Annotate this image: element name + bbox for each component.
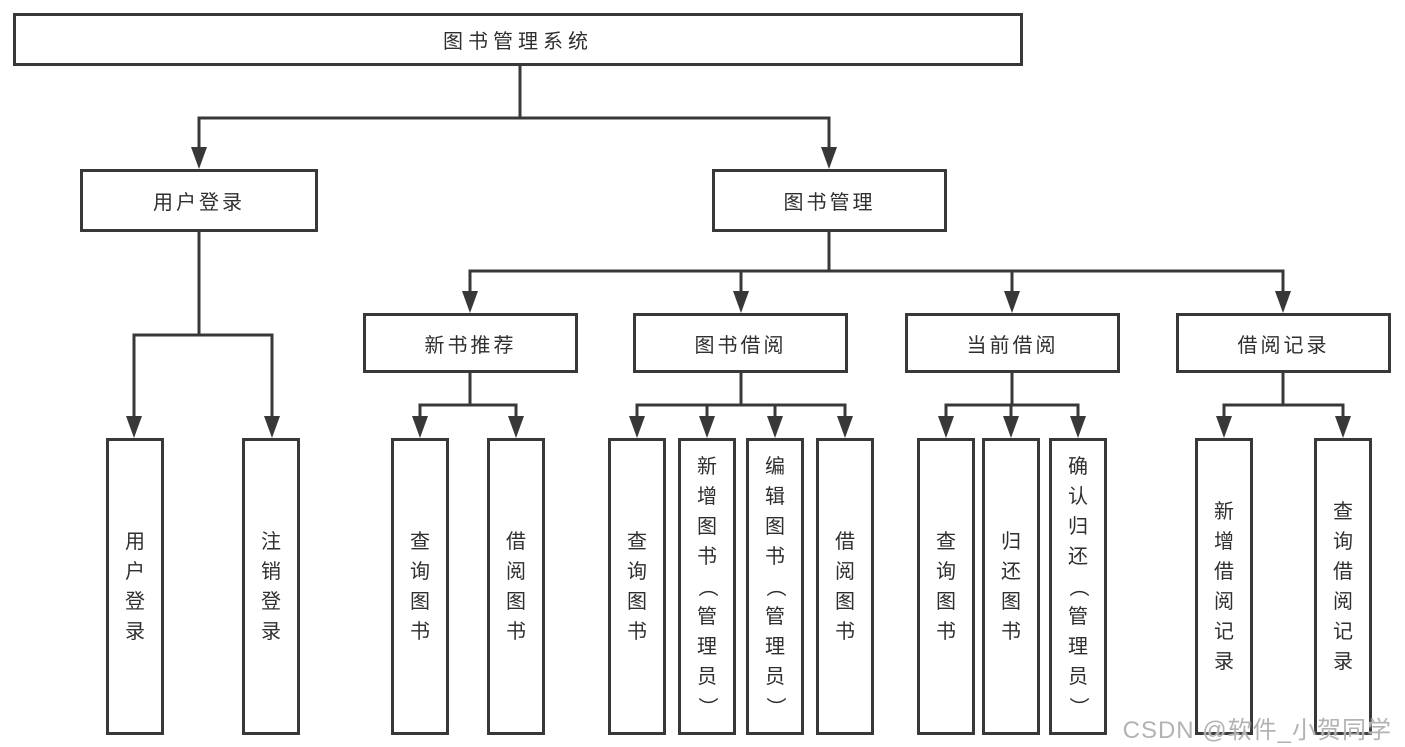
node-borrow-query-books-label: 查询图书 xyxy=(627,530,647,643)
node-current-query-books-label: 查询图书 xyxy=(936,530,956,643)
node-book-borrowing-label: 图书借阅 xyxy=(694,334,787,357)
node-borrow-add-books-admin: 新增图书（管理员） xyxy=(678,438,736,735)
node-records-query-record: 查询借阅记录 xyxy=(1314,438,1372,735)
node-current-borrowing-label: 当前借阅 xyxy=(966,334,1059,357)
node-login-action-label: 用户登录 xyxy=(125,530,145,643)
node-user-login: 用户登录 xyxy=(80,169,318,232)
node-records-add-record: 新增借阅记录 xyxy=(1195,438,1253,735)
node-recommend-query-books-label: 查询图书 xyxy=(410,530,430,643)
node-current-return-books-label: 归还图书 xyxy=(1001,530,1021,643)
node-borrow-edit-books-admin: 编辑图书（管理员） xyxy=(746,438,804,735)
node-borrowing-records: 借阅记录 xyxy=(1176,313,1391,373)
node-borrow-query-books: 查询图书 xyxy=(608,438,666,735)
node-current-query-books: 查询图书 xyxy=(917,438,975,735)
node-borrow-borrow-books: 借阅图书 xyxy=(816,438,874,735)
node-new-book-recommend-label: 新书推荐 xyxy=(424,334,517,357)
node-records-add-record-label: 新增借阅记录 xyxy=(1214,500,1234,673)
node-records-query-record-label: 查询借阅记录 xyxy=(1333,500,1353,673)
node-current-return-books: 归还图书 xyxy=(982,438,1040,735)
node-borrow-add-books-admin-label: 新增图书（管理员） xyxy=(696,455,718,717)
node-recommend-query-books: 查询图书 xyxy=(391,438,449,735)
node-book-management-label: 图书管理 xyxy=(783,192,876,214)
node-recommend-borrow-books: 借阅图书 xyxy=(487,438,545,735)
node-current-confirm-return-admin: 确认归还（管理员） xyxy=(1049,438,1107,735)
node-user-login-label: 用户登录 xyxy=(153,192,245,214)
node-current-confirm-return-admin-label: 确认归还（管理员） xyxy=(1067,455,1089,717)
node-borrow-edit-books-admin-label: 编辑图书（管理员） xyxy=(764,455,786,717)
node-logout-action: 注销登录 xyxy=(242,438,300,735)
node-borrow-borrow-books-label: 借阅图书 xyxy=(835,530,855,643)
node-book-borrowing: 图书借阅 xyxy=(633,313,848,373)
node-root: 图书管理系统 xyxy=(13,13,1023,66)
node-root-label: 图书管理系统 xyxy=(443,31,593,53)
node-logout-action-label: 注销登录 xyxy=(261,530,281,643)
node-current-borrowing: 当前借阅 xyxy=(905,313,1120,373)
watermark: CSDN @软件_小贺同学 xyxy=(1122,717,1392,744)
node-book-management: 图书管理 xyxy=(712,169,947,232)
node-recommend-borrow-books-label: 借阅图书 xyxy=(506,530,526,643)
node-login-action: 用户登录 xyxy=(106,438,164,735)
node-borrowing-records-label: 借阅记录 xyxy=(1237,334,1330,357)
node-new-book-recommend: 新书推荐 xyxy=(363,313,578,373)
